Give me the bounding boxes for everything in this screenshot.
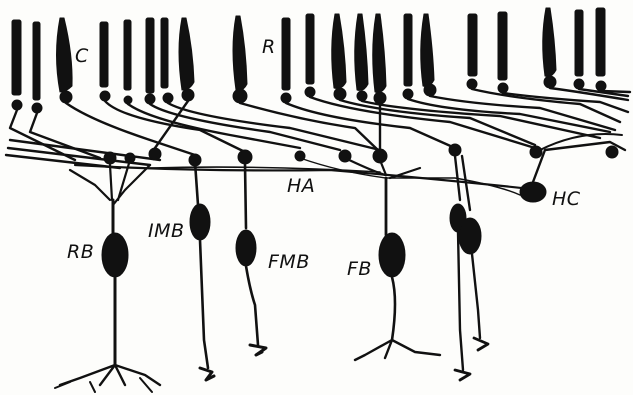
- photoreceptor-row: [12, 8, 605, 100]
- flat-midget-bipolar: [236, 164, 266, 355]
- cone: [373, 14, 386, 92]
- rod: [404, 14, 412, 86]
- label-c: C: [75, 47, 89, 66]
- rod: [12, 20, 21, 95]
- label-fmb: FMB: [268, 253, 310, 272]
- label-fb: FB: [347, 260, 372, 279]
- rod: [282, 18, 290, 90]
- rod: [100, 22, 108, 87]
- rod: [161, 18, 168, 88]
- label-hc: HC: [552, 190, 581, 209]
- rod: [306, 14, 314, 84]
- rod: [596, 8, 605, 76]
- cone: [57, 18, 73, 92]
- label-ha: HA: [287, 177, 315, 196]
- rod: [33, 22, 40, 100]
- cone: [543, 8, 556, 76]
- rod: [146, 18, 154, 93]
- cone: [233, 16, 247, 90]
- cone: [332, 14, 346, 88]
- cone: [179, 18, 194, 90]
- rod-bipolar-cell: [55, 160, 160, 392]
- label-rb: RB: [67, 243, 94, 262]
- rod: [468, 14, 477, 76]
- horizontal-cell-body: [520, 182, 546, 202]
- label-r: R: [262, 38, 276, 57]
- rod: [575, 10, 583, 76]
- label-imb: IMB: [148, 222, 185, 241]
- cone: [355, 14, 368, 90]
- rod: [124, 20, 131, 90]
- rod: [498, 12, 507, 80]
- paired-bipolar-cells: [450, 156, 488, 380]
- cone: [421, 14, 434, 86]
- invaginating-midget-bipolar: [190, 162, 214, 380]
